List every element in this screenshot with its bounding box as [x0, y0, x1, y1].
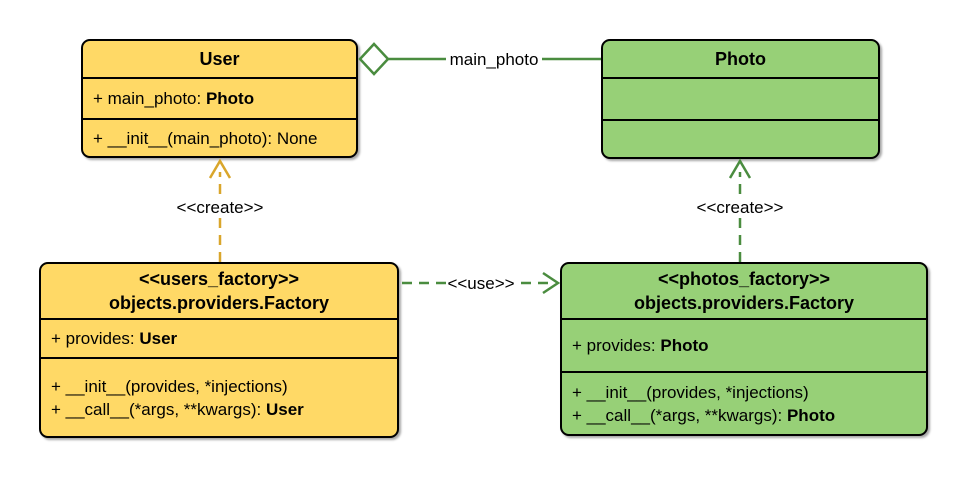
label-background: [446, 272, 516, 292]
class-box-photos-factory: <<photos_factory>> objects.providers.Fac…: [560, 262, 928, 436]
class-user-title: User: [199, 49, 240, 69]
class-users-factory-title: <<users_factory>> objects.providers.Fact…: [41, 264, 397, 318]
class-photo-attributes: [603, 77, 878, 119]
attribute-text: + main_photo:: [93, 89, 206, 108]
method-line: + __init__(provides, *injections): [51, 376, 288, 396]
aggregation-connector: main_photo: [358, 42, 601, 76]
aggregation-label: main_photo: [450, 50, 539, 69]
method-line: + __init__(main_photo): None: [93, 128, 318, 148]
create-arrow-left: <<create>>: [177, 158, 264, 262]
attribute-type: Photo: [660, 336, 709, 355]
attribute-type: User: [139, 329, 178, 348]
create-right-label: <<create>>: [697, 198, 784, 217]
class-photo-methods: [603, 119, 878, 157]
class-box-users-factory: <<users_factory>> objects.providers.Fact…: [39, 262, 399, 438]
create-arrow-right: <<create>>: [697, 158, 784, 262]
class-photo-title: Photo: [715, 49, 766, 69]
method-line: + __call__(*args, **kwargs): Photo: [572, 404, 926, 427]
stereotype-label: <<users_factory>>: [138, 269, 300, 289]
class-users-factory-methods: + __init__(provides, *injections) + __ca…: [41, 357, 397, 436]
class-photos-factory-methods: + __init__(provides, *injections) + __ca…: [562, 371, 926, 434]
class-name-label: objects.providers.Factory: [633, 293, 855, 313]
use-arrowhead-icon: [542, 271, 561, 295]
attribute-line: + provides: Photo: [572, 334, 926, 357]
method-text: + __call__(*args, **kwargs):: [51, 399, 266, 419]
class-user-methods: + __init__(main_photo): None: [83, 118, 356, 156]
label-background: [446, 49, 542, 69]
create-left-label: <<create>>: [177, 198, 264, 217]
method-return-type: User: [265, 399, 304, 419]
attribute-line: + main_photo: Photo: [93, 87, 356, 110]
use-label: <<use>>: [447, 274, 514, 293]
create-left-arrowhead-icon: [208, 158, 232, 179]
class-box-photo: Photo: [601, 39, 880, 159]
class-users-factory-attributes: + provides: User: [41, 318, 397, 357]
create-right-arrowhead-icon: [728, 158, 752, 179]
use-arrow: <<use>>: [402, 271, 561, 295]
aggregation-diamond-icon: [358, 42, 390, 76]
method-line: + __call__(*args, **kwargs): User: [51, 398, 397, 421]
attribute-text: + provides:: [572, 336, 661, 355]
class-photos-factory-attributes: + provides: Photo: [562, 318, 926, 371]
attribute-line: + provides: User: [51, 327, 397, 350]
stereotype-label: <<photos_factory>>: [657, 269, 831, 289]
method-line: + __init__(provides, *injections): [572, 382, 809, 402]
method-text: + __call__(*args, **kwargs):: [572, 405, 787, 425]
attribute-text: + provides:: [51, 329, 140, 348]
label-background: [699, 197, 781, 217]
class-user-attributes: + main_photo: Photo: [83, 77, 356, 118]
label-background: [179, 197, 261, 217]
attribute-type: Photo: [205, 89, 255, 108]
class-name-label: objects.providers.Factory: [108, 293, 330, 313]
method-return-type: Photo: [786, 405, 836, 425]
class-photos-factory-title: <<photos_factory>> objects.providers.Fac…: [562, 264, 926, 318]
class-box-user: User + main_photo: Photo + __init__(main…: [81, 39, 358, 158]
